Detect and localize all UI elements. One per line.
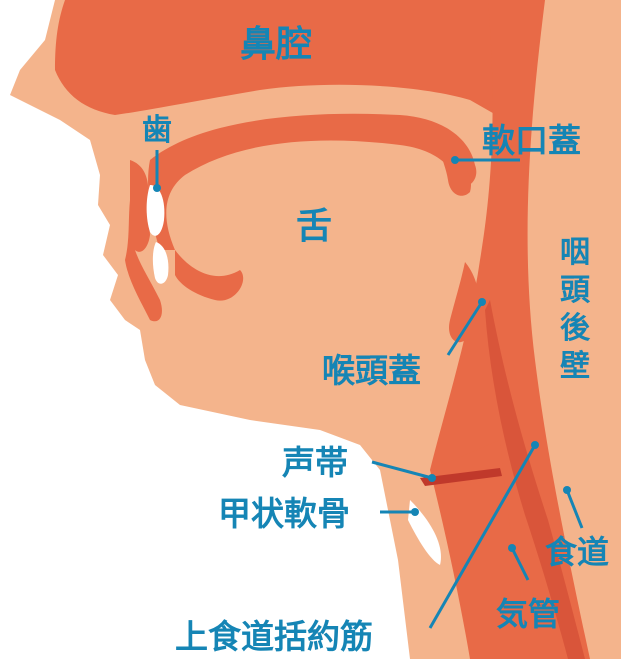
label-epiglottis: 喉頭蓋 bbox=[322, 351, 421, 390]
label-vocal-cords: 声帯 bbox=[282, 443, 348, 482]
svg-text:咽: 咽 bbox=[560, 235, 590, 270]
label-trachea: 気管 bbox=[496, 595, 560, 633]
label-upper-esophageal-sphincter: 上食道括約筋 bbox=[175, 617, 373, 656]
thyroid-cartilage-dot bbox=[411, 508, 419, 516]
label-teeth: 歯 bbox=[142, 113, 172, 148]
teeth-dot bbox=[153, 184, 161, 192]
svg-text:壁: 壁 bbox=[560, 349, 590, 384]
esophagus-dot bbox=[563, 486, 571, 494]
sphincter-dot bbox=[531, 441, 539, 449]
label-esophagus: 食道 bbox=[545, 533, 609, 571]
label-soft-palate: 軟口蓋 bbox=[482, 121, 581, 160]
trachea-dot bbox=[508, 544, 516, 552]
svg-text:頭: 頭 bbox=[560, 273, 591, 308]
vocal-cords-dot bbox=[428, 474, 436, 482]
label-thyroid-cartilage: 甲状軟骨 bbox=[218, 494, 350, 533]
label-nasal-cavity: 鼻腔 bbox=[240, 24, 312, 65]
soft-palate-dot bbox=[451, 156, 459, 164]
epiglottis-dot bbox=[478, 298, 486, 306]
svg-text:後: 後 bbox=[560, 311, 591, 346]
label-tongue: 舌 bbox=[296, 206, 332, 247]
